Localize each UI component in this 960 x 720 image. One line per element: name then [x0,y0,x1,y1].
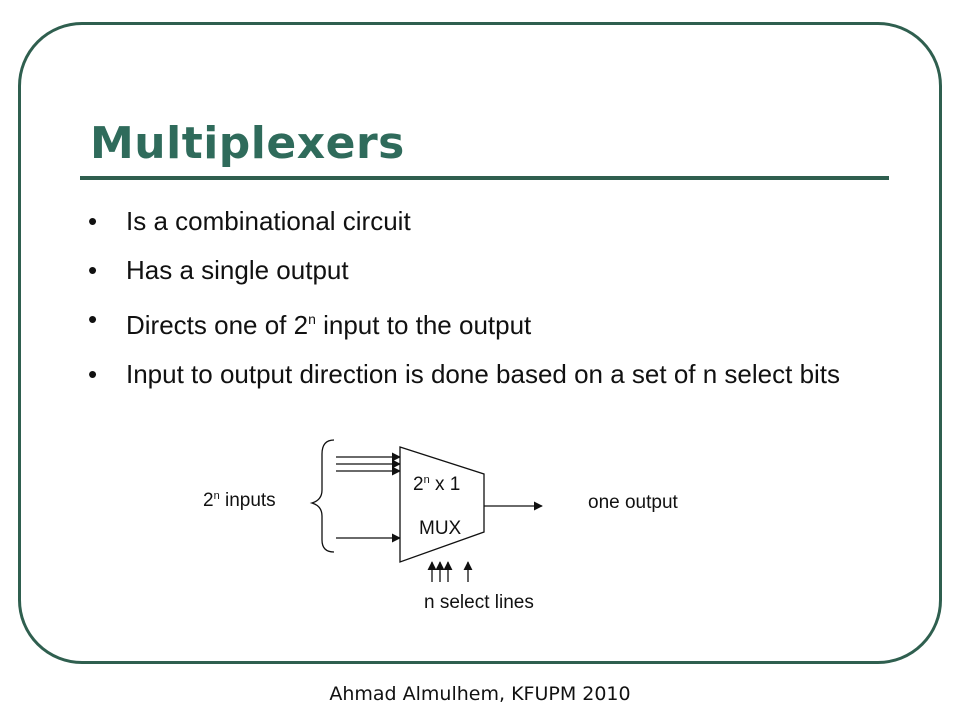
bullet-item: • Directs one of 2n input to the output [88,303,888,341]
bullet-dot-icon: • [88,304,98,334]
bullet-item: • Has a single output [88,254,888,286]
mux-block [399,446,485,563]
superscript-n: n [308,311,316,327]
bullet-dot-icon: • [88,359,98,389]
bullet-dot-icon: • [88,255,98,285]
bullet-text: Is a combinational circuit [126,206,411,236]
bullet-text: Has a single output [126,255,349,285]
bullet-item: • Is a combinational circuit [88,205,888,237]
mux-name-label: MUX [419,518,462,539]
select-lines-label: n select lines [424,592,534,613]
output-label: one output [588,492,678,513]
footer-credit: Ahmad Almulhem, KFUPM 2010 [329,683,631,705]
inputs-label: 2n inputs [203,490,276,511]
title-underline [80,176,889,180]
bullet-list: • Is a combinational circuit • Has a sin… [88,205,888,407]
mux-size-label: 2n x 1 [413,474,461,495]
slide-frame [18,22,942,664]
inputs-brace [309,439,335,553]
bullet-text: Input to output direction is done based … [126,359,841,389]
bullet-item: • Input to output direction is done base… [88,358,888,390]
bullet-dot-icon: • [88,206,98,236]
bullet-text: Directs one of 2n input to the output [126,310,532,340]
page-title: Multiplexers [90,118,405,169]
